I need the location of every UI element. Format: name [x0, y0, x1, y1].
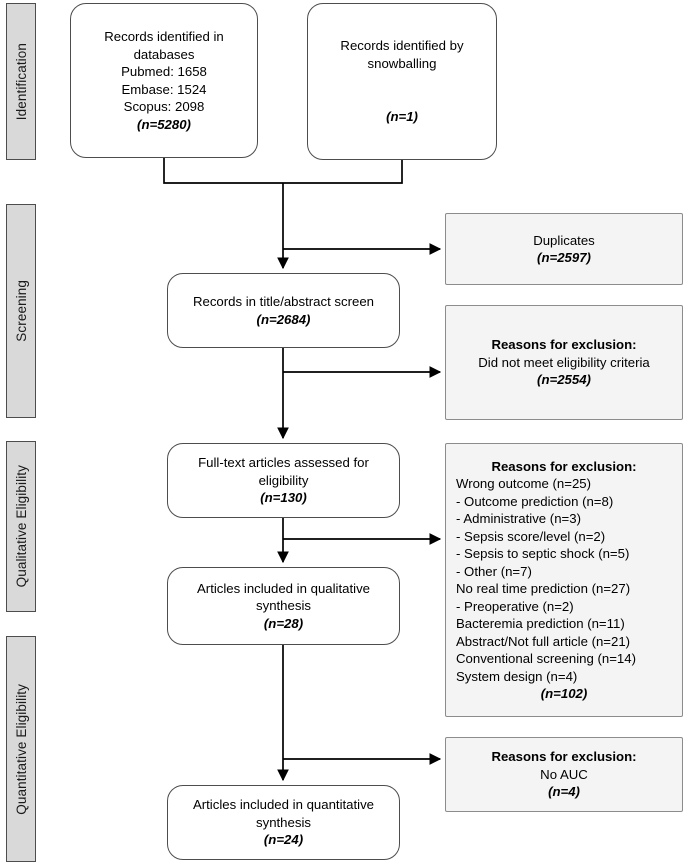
- exclusion-heading: Reasons for exclusion:: [491, 458, 637, 474]
- node-line: databases: [133, 46, 195, 62]
- exclusion-line: - Outcome prediction (n=8): [456, 493, 614, 509]
- node-included-quantitative-synthesis: Articles included in quantitative synthe…: [167, 785, 400, 860]
- exclusion-line: Wrong outcome (n=25): [456, 476, 591, 491]
- node-line: Records in title/abstract screen: [192, 294, 375, 309]
- exclusion-heading: Reasons for exclusion:: [491, 749, 637, 765]
- node-count: (n=1): [386, 109, 418, 125]
- node-line: Records identified by: [340, 38, 464, 54]
- stage-bar-quantitative-eligibility: Quantitative Eligibility: [6, 636, 36, 862]
- stage-label-qualitative-eligibility: Qualitative Eligibility: [13, 465, 29, 588]
- node-line: Full-text articles assessed for: [198, 455, 369, 471]
- exclusion-line: System design (n=4): [456, 668, 578, 684]
- stage-label-quantitative-eligibility: Quantitative Eligibility: [13, 683, 29, 815]
- node-count: (n=130): [260, 490, 307, 506]
- node-title-abstract-screen: Records in title/abstract screen (n=2684…: [167, 273, 400, 348]
- exclusion-box-duplicates: Duplicates (n=2597): [445, 213, 683, 285]
- node-records-identified-snowballing: Records identified by snowballing (n=1): [307, 3, 497, 160]
- exclusion-count: (n=102): [540, 686, 588, 701]
- exclusion-line: No AUC: [540, 766, 588, 782]
- exclusion-box-not-eligible: Reasons for exclusion: Did not meet elig…: [445, 305, 683, 420]
- node-line: synthesis: [256, 598, 311, 614]
- node-count: (n=2684): [256, 311, 311, 327]
- stage-label-screening: Screening: [13, 280, 29, 342]
- node-line: synthesis: [256, 814, 311, 830]
- node-count: (n=24): [263, 832, 304, 848]
- exclusion-line: Bacteremia prediction (n=11): [456, 616, 625, 631]
- node-line: Pubmed: 1658: [121, 64, 207, 79]
- exclusion-box-full-text-reasons: Reasons for exclusion: Wrong outcome (n=…: [445, 443, 683, 717]
- node-line: Embase: 1524: [121, 81, 207, 97]
- exclusion-count: (n=2597): [537, 250, 591, 265]
- node-line: Scopus: 2098: [123, 99, 205, 114]
- merge-bar: [163, 158, 403, 184]
- exclusion-line: Conventional screening (n=14): [456, 651, 636, 666]
- exclusion-line: Abstract/Not full article (n=21): [456, 633, 631, 649]
- exclusion-count: (n=4): [548, 784, 580, 800]
- exclusion-line: No real time prediction (n=27): [456, 581, 631, 596]
- node-line: Articles included in qualitative: [197, 580, 370, 596]
- stage-bar-screening: Screening: [6, 204, 36, 418]
- exclusion-heading: Reasons for exclusion:: [491, 337, 637, 353]
- node-line: Records identified in: [104, 29, 224, 44]
- exclusion-box-no-auc: Reasons for exclusion: No AUC (n=4): [445, 737, 683, 812]
- exclusion-line: - Other (n=7): [456, 563, 532, 579]
- exclusion-line: - Preoperative (n=2): [456, 598, 574, 614]
- exclusion-line: - Administrative (n=3): [456, 511, 581, 526]
- exclusion-line: - Sepsis to septic shock (n=5): [456, 546, 630, 561]
- node-records-identified-databases: Records identified in databases Pubmed: …: [70, 3, 258, 158]
- exclusion-line: Did not meet eligibility criteria: [478, 354, 650, 370]
- node-line: Articles included in quantitative: [192, 797, 375, 813]
- exclusion-count: (n=2554): [537, 372, 591, 388]
- node-full-text-assessed: Full-text articles assessed for eligibil…: [167, 443, 400, 518]
- node-count: (n=28): [263, 615, 304, 631]
- node-included-qualitative-synthesis: Articles included in qualitative synthes…: [167, 567, 400, 645]
- stage-label-identification: Identification: [13, 42, 29, 121]
- stage-bar-qualitative-eligibility: Qualitative Eligibility: [6, 441, 36, 612]
- node-line: snowballing: [367, 55, 437, 71]
- exclusion-line: - Sepsis score/level (n=2): [456, 528, 606, 544]
- node-count: (n=5280): [137, 116, 191, 132]
- stage-bar-identification: Identification: [6, 3, 36, 160]
- node-line: eligibility: [258, 472, 309, 488]
- exclusion-line: Duplicates: [533, 232, 595, 248]
